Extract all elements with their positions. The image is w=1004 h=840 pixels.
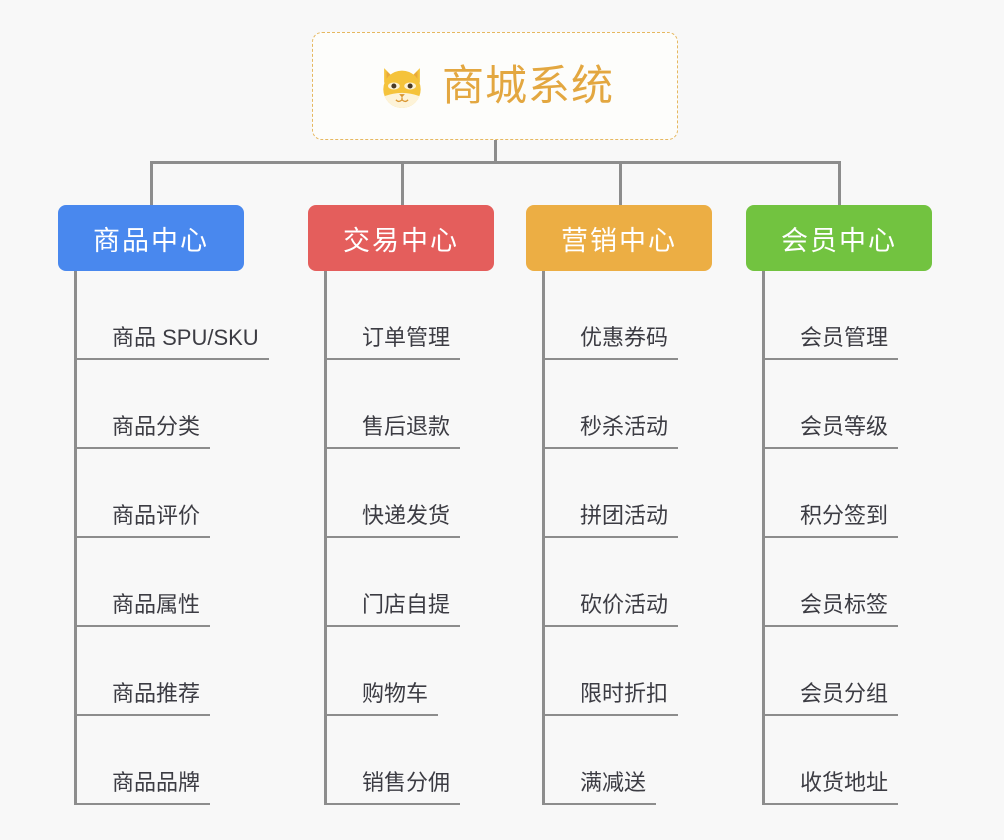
category-label: 会员中心 [781,225,897,256]
connector-trunk-1 [74,271,77,805]
connector-drop-1 [150,161,153,205]
category-header-3[interactable]: 营销中心 [526,205,712,271]
leaf-item[interactable]: 订单管理 [308,271,494,360]
leaf-item[interactable]: 门店自提 [308,538,494,627]
leaf-label: 商品评价 [73,498,211,538]
category-header-4[interactable]: 会员中心 [746,205,932,271]
category-column-4: 会员中心会员管理会员等级积分签到会员标签会员分组收货地址 [746,205,932,805]
leaf-item[interactable]: 销售分佣 [308,716,494,805]
leaf-label: 砍价活动 [541,587,679,627]
root-title: 商城系统 [441,62,614,109]
connector-trunk-4 [762,271,765,805]
category-label: 商品中心 [93,225,209,256]
leaf-list-1: 商品 SPU/SKU 商品分类商品评价商品属性商品推荐商品品牌 [58,271,269,805]
leaf-item[interactable]: 限时折扣 [526,627,712,716]
leaf-label: 优惠券码 [541,320,679,360]
category-header-1[interactable]: 商品中心 [58,205,244,271]
connector-root-stem [494,140,497,164]
leaf-item[interactable]: 砍价活动 [526,538,712,627]
shiba-dog-emoji [376,60,428,112]
root-node[interactable]: 商城系统 [312,32,678,140]
leaf-label: 秒杀活动 [541,409,679,449]
leaf-item[interactable]: 会员等级 [746,360,932,449]
leaf-item[interactable]: 优惠券码 [526,271,712,360]
leaf-label: 售后退款 [323,409,461,449]
leaf-list-2: 订单管理售后退款快递发货门店自提购物车销售分佣 [308,271,494,805]
category-column-2: 交易中心订单管理售后退款快递发货门店自提购物车销售分佣 [308,205,494,805]
leaf-label: 会员标签 [761,587,899,627]
leaf-label: 会员等级 [761,409,899,449]
leaf-item[interactable]: 秒杀活动 [526,360,712,449]
leaf-item[interactable]: 满减送 [526,716,712,805]
leaf-list-4: 会员管理会员等级积分签到会员标签会员分组收货地址 [746,271,932,805]
leaf-label: 商品属性 [73,587,211,627]
leaf-label: 拼团活动 [541,498,679,538]
connector-trunk-2 [324,271,327,805]
connector-drop-4 [838,161,841,205]
leaf-item[interactable]: 商品分类 [58,360,244,449]
leaf-label: 积分签到 [761,498,899,538]
leaf-label: 商品推荐 [73,676,211,716]
leaf-item[interactable]: 商品品牌 [58,716,244,805]
leaf-item[interactable]: 会员管理 [746,271,932,360]
category-column-3: 营销中心优惠券码秒杀活动拼团活动砍价活动限时折扣满减送 [526,205,712,805]
leaf-label: 满减送 [541,765,657,805]
leaf-label: 订单管理 [323,320,461,360]
leaf-label: 限时折扣 [541,676,679,716]
leaf-label: 商品品牌 [73,765,211,805]
category-column-1: 商品中心商品 SPU/SKU 商品分类商品评价商品属性商品推荐商品品牌 [58,205,269,805]
category-label: 营销中心 [561,225,677,256]
leaf-item[interactable]: 快递发货 [308,449,494,538]
leaf-label: 会员分组 [761,676,899,716]
leaf-label: 快递发货 [323,498,461,538]
connector-drop-2 [401,161,404,205]
category-label: 交易中心 [343,225,459,256]
connector-horizontal-bus [150,161,839,164]
leaf-item[interactable]: 商品 SPU/SKU [58,271,269,360]
connector-trunk-3 [542,271,545,805]
leaf-item[interactable]: 购物车 [308,627,494,716]
leaf-label: 会员管理 [761,320,899,360]
leaf-item[interactable]: 会员分组 [746,627,932,716]
leaf-item[interactable]: 商品属性 [58,538,244,627]
leaf-item[interactable]: 会员标签 [746,538,932,627]
leaf-label: 收货地址 [761,765,899,805]
leaf-label: 商品分类 [73,409,211,449]
leaf-label: 门店自提 [323,587,461,627]
leaf-item[interactable]: 商品评价 [58,449,244,538]
leaf-item[interactable]: 拼团活动 [526,449,712,538]
connector-drop-3 [619,161,622,205]
leaf-label: 销售分佣 [323,765,461,805]
leaf-item[interactable]: 商品推荐 [58,627,244,716]
leaf-label: 购物车 [323,676,439,716]
leaf-item[interactable]: 积分签到 [746,449,932,538]
leaf-item[interactable]: 售后退款 [308,360,494,449]
leaf-item[interactable]: 收货地址 [746,716,932,805]
category-header-2[interactable]: 交易中心 [308,205,494,271]
leaf-label: 商品 SPU/SKU [74,320,269,360]
leaf-list-3: 优惠券码秒杀活动拼团活动砍价活动限时折扣满减送 [526,271,712,805]
